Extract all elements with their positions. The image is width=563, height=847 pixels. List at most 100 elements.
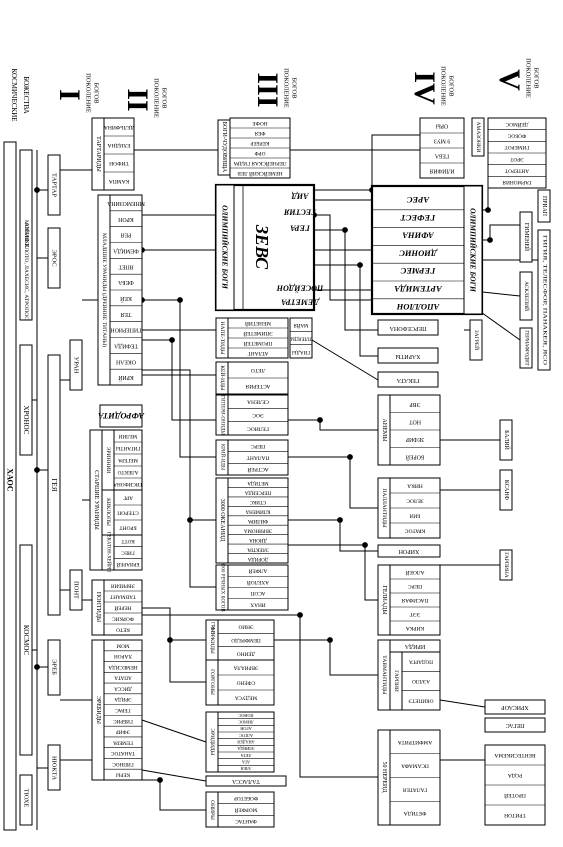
eridides-item: АНАДЕЯ	[237, 740, 254, 745]
nyukta-label: НЮКТА	[51, 756, 58, 780]
gen5-list1-item: ГИМЕРОТ	[504, 144, 530, 150]
pontides-item: КЕТО	[116, 627, 130, 633]
connector	[189, 520, 216, 588]
balij-label: БАЛИЙ	[503, 430, 511, 451]
eridides-title: ЭРИДИДЫ	[209, 729, 215, 756]
header-IV-sub1: ПОКОЛЕНИЕ	[440, 66, 447, 106]
oneiroi-item: МОРФЕЙ	[235, 807, 258, 815]
anemoi-title: АНЕМЫ	[381, 419, 387, 443]
atlantids-item: ПЛЕЯДЫ	[290, 336, 312, 341]
oceanids-item: КЛИМЕНА	[245, 509, 270, 514]
monsters-item: ЛЕРНЕЙСКАЯ ГИДРА	[233, 160, 286, 168]
titans-item: ТЕЯ	[120, 311, 131, 317]
tartarides-title: ТАРТАРИДЫ	[95, 136, 101, 173]
junction-dot	[327, 637, 333, 643]
gen5-list1-item: АНТЕРОТ	[504, 168, 529, 174]
kriides-item: ПЕРС	[251, 443, 265, 449]
connector	[142, 339, 216, 421]
tartar-box	[47, 154, 61, 216]
hek-item: ГИЕС	[121, 550, 135, 556]
connector	[142, 614, 378, 778]
titans-item: ФЕБА	[117, 279, 133, 285]
keides-item: АСТЕРИЯ	[245, 383, 270, 389]
cyclopes-item: БРОНТ	[119, 525, 137, 531]
pontides-item: ЭВРИБИЯ	[110, 583, 135, 589]
pegas-box	[484, 717, 546, 733]
erebides-item: ДИССА	[114, 685, 132, 691]
header-numeral-IV: IV	[408, 71, 441, 105]
uran-box	[69, 339, 83, 391]
header-cosmic-line2: БОЖЕСТВА	[22, 76, 30, 114]
phorkids-title: ФОРКИДЫ	[209, 626, 215, 654]
erebides-item: ЭФИР	[116, 729, 130, 735]
iapetides-item: АТЛАНТ	[247, 350, 269, 356]
connector	[274, 639, 378, 676]
eridides-item: АЛГОС	[239, 733, 253, 738]
atlantids-item: ГИАДЫ	[291, 349, 310, 354]
monsters-item: НОФЕ	[252, 120, 267, 126]
hek-item: КОТТ	[120, 538, 134, 544]
eridides-item: ЭЛЕЯ	[240, 766, 251, 771]
connector	[142, 369, 216, 521]
kriides-title: КРИЙ-ИДЫ	[220, 444, 226, 471]
pont-label: ПОНТ	[73, 581, 80, 599]
phorkids-item: ЭНИО	[238, 624, 253, 630]
demeter-label: ДЕМЕТРА	[281, 298, 320, 307]
hyperionides-item: СЕЛЕНА	[247, 399, 269, 405]
moirai-label: МОЙРЫ: КЛОТО, ЛАХЕСИС, АТРОПОС	[23, 220, 31, 320]
anemoi-item: БОРЕЙ	[405, 453, 424, 461]
tuhe-box	[19, 774, 33, 826]
pontides-item: ТАВМАНТ	[109, 594, 136, 600]
hecate-label: ГЕКАТА	[396, 377, 419, 383]
erebides-item: ГИБРИС	[113, 718, 133, 724]
charites-label: ХАРИТЫ	[395, 353, 421, 359]
graiai-label: ГРАИ	[210, 622, 215, 635]
erebides-item: НЕМЕСИДА	[108, 664, 137, 670]
junction-dot	[357, 262, 363, 268]
triton-item: ТРИТОН	[504, 812, 526, 818]
header-II-sub2: БОГОВ	[161, 87, 168, 109]
heliades-item: АЛОЕЙ	[405, 569, 424, 577]
nereids-item: ФЕТИДА	[404, 810, 427, 816]
ananke-box	[19, 149, 33, 321]
charites-box	[377, 347, 439, 364]
erebides-item: АПАТА	[114, 675, 132, 681]
tartarides-item: ЕХИДНА	[107, 142, 130, 148]
gorgons-item: ЭВРИАЛА	[233, 665, 258, 671]
erinyes-title: ЭРИННИИ	[105, 447, 111, 474]
nereids-item: ПСАМАФА	[401, 763, 429, 769]
hyperionides-title: ГИПЕРИ-ОНИДЫ	[220, 395, 225, 435]
chrysaor-label: ХРИСАОР	[501, 704, 529, 710]
junction-dot	[337, 517, 343, 523]
nyukta-box	[47, 744, 61, 791]
olympian4-item: ГЕФЕСТ	[400, 213, 436, 223]
zeus-label: ЗЕВС	[252, 224, 272, 270]
priap-box	[537, 189, 551, 223]
oceanids-item: ЭВРИНОМА	[243, 527, 272, 532]
aphrodite-box	[99, 404, 143, 428]
junction-dot	[34, 187, 40, 193]
connector	[169, 640, 206, 683]
header-III-sub2: БОГОВ	[291, 77, 298, 99]
erebides-item: МОМ	[116, 642, 129, 648]
zagrej-label: ЗАГРЕЙ	[473, 330, 481, 350]
triton-item: РОДА	[508, 772, 523, 778]
heliades-item: ПАСИФАЯ	[401, 597, 428, 603]
tartarides-item: ТИФОН	[109, 160, 129, 166]
germafrodit-box	[519, 327, 533, 369]
kosmos-box	[19, 544, 33, 756]
pallantides-item: НИКА	[407, 483, 423, 489]
amazons-box	[471, 117, 485, 157]
olympians3-header	[215, 184, 235, 311]
connector	[142, 299, 216, 458]
chrysaor-box	[484, 699, 546, 715]
ereb-box	[47, 639, 61, 696]
germafrodit-label: ГЕРМАФРОДИТ	[524, 330, 529, 365]
junction-dot	[167, 637, 173, 643]
connector	[141, 769, 207, 782]
erinyes-item: МЕГЕРА	[118, 457, 138, 463]
anemoi-item: ЭВР	[410, 401, 421, 407]
erebides-item: ТАНАТОС	[110, 750, 135, 756]
erebides-item: ГЕМЕРА	[113, 739, 133, 745]
